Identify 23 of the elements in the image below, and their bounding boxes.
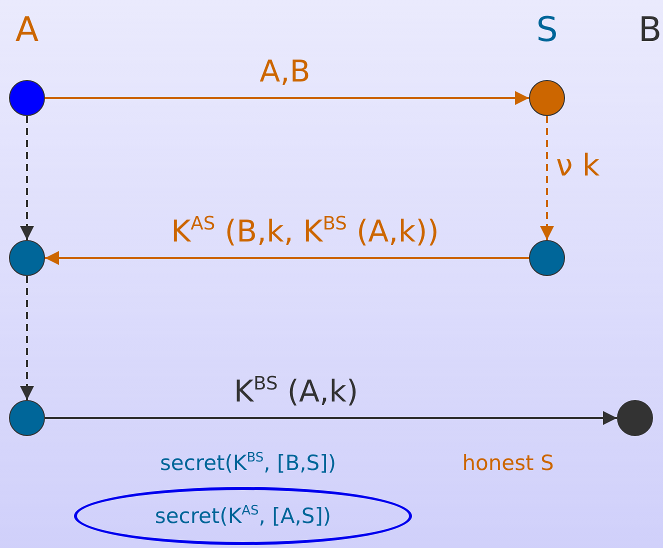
edge-label: K$^{BS}$ (A,k) xyxy=(234,374,358,410)
claim-text: honest S xyxy=(462,451,554,475)
node-circle xyxy=(617,400,653,436)
role-label: B xyxy=(638,10,662,50)
role-label: S xyxy=(536,10,558,50)
arrow xyxy=(45,411,617,425)
node-circle xyxy=(9,400,45,436)
node-circle xyxy=(529,80,565,116)
claim-text: secret(K$^{AS}$, [A,S]) xyxy=(154,504,332,528)
arrow xyxy=(540,116,554,240)
edge-label: ν k xyxy=(556,148,600,184)
arrow xyxy=(45,251,529,265)
node-circle xyxy=(9,240,45,276)
edge-label: A,B xyxy=(260,54,310,90)
arrow xyxy=(20,116,34,240)
arrow xyxy=(45,91,529,105)
arrow xyxy=(20,276,34,400)
role-label: A xyxy=(15,10,39,50)
node-circle xyxy=(529,240,565,276)
edge-label: K$^{AS}$ (B,k, K$^{BS}$ (A,k)) xyxy=(170,214,440,250)
node-circle xyxy=(9,80,45,116)
claim-text: secret(K$^{BS}$, [B,S]) xyxy=(160,451,336,475)
ellipse-outline xyxy=(74,487,412,545)
